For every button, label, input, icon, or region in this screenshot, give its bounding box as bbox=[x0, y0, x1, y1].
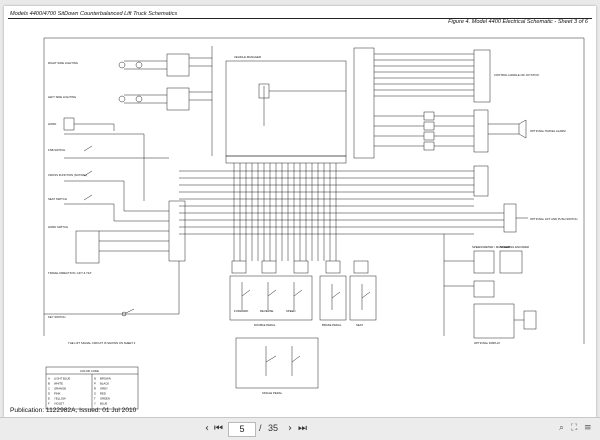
previous-page-icon[interactable]: ‹ bbox=[205, 423, 209, 434]
label-pedal-forward: FORWARD bbox=[234, 309, 248, 313]
color-code-cell: E bbox=[48, 397, 50, 401]
label-lift-push-switch: OPTIONAL LIFT AND PUSH SWITCH bbox=[530, 217, 577, 221]
label-brake-pedal: BRAKE PEDAL bbox=[322, 323, 342, 327]
color-code-cell: WHITE bbox=[54, 382, 63, 386]
label-control-handle: CONTROL HANDLE OR JOYSTICK bbox=[494, 73, 539, 77]
header-right: Figure 4. Model 4400 Electrical Schemati… bbox=[448, 19, 588, 25]
label-cross-function: CROSS FUNCTION (NUTRAL) bbox=[48, 173, 87, 177]
publication-info: Publication: 1122982A, Issued: 01 Jul 20… bbox=[10, 407, 137, 414]
color-code-cell: VIOLET bbox=[54, 402, 64, 406]
schematic-page: Models 4400/4700 SitDown Counterbalanced… bbox=[4, 6, 596, 418]
label-travel-alarm: OPTIONAL TRAVEL ALARM bbox=[530, 129, 566, 133]
label-horn-switch: HORN SWITCH bbox=[48, 225, 68, 229]
header-rule bbox=[8, 18, 592, 19]
page-number-input[interactable]: 5 bbox=[228, 422, 256, 437]
color-code-cell: LIGHT BLUE bbox=[54, 377, 70, 381]
label-pedal-speed: SPEED bbox=[286, 309, 295, 313]
color-code-title: COLOR CODE bbox=[80, 369, 99, 373]
color-code-cell: BLACK bbox=[100, 382, 109, 386]
color-code-cell: F bbox=[48, 402, 50, 406]
label-speedometer-manager: SPEEDOMETER / MANAGER bbox=[472, 245, 510, 249]
next-page-icon[interactable]: › bbox=[288, 423, 292, 434]
color-code-cell: GREEN bbox=[100, 397, 110, 401]
fullscreen-icon[interactable]: ⛶ bbox=[571, 423, 578, 433]
label-double-pedal: DOUBLE PEDAL bbox=[254, 323, 276, 327]
color-code-cell: RED bbox=[100, 392, 106, 396]
color-code-cell: P bbox=[94, 382, 96, 386]
menu-icon[interactable]: ≡ bbox=[584, 423, 592, 433]
label-optional-display: OPTIONAL DISPLAY bbox=[474, 341, 501, 345]
header-left: Models 4400/4700 SitDown Counterbalanced… bbox=[10, 11, 178, 17]
page-separator: / bbox=[259, 423, 262, 433]
label-vehicle-manager: VEHICLE MANAGER bbox=[234, 55, 261, 59]
color-code-cell: PINK bbox=[54, 392, 61, 396]
color-code-table: A LIGHT BLUE N BROWN B WHITE P BLACK C ORANGE R GRE… bbox=[48, 377, 111, 406]
color-code-cell: Y bbox=[94, 402, 96, 406]
zoom-icon[interactable]: ⌕ bbox=[559, 423, 565, 433]
label-pedal-reverse: REVERSE bbox=[260, 309, 274, 313]
lift-circuit-note: THE LIFT SIGNAL CIRCUIT IS SHOWN ON SHEE… bbox=[68, 341, 136, 345]
color-code-cell: R bbox=[94, 387, 96, 391]
color-code-cell: ORANGE bbox=[54, 387, 66, 391]
color-code-cell: S bbox=[94, 392, 96, 396]
color-code-cell: C bbox=[48, 387, 50, 391]
label-seat-switch: SEAT SWITCH bbox=[48, 197, 67, 201]
label-right-side-lighting: RIGHT SIDE LIGHTING bbox=[48, 61, 78, 65]
color-code-cell: A bbox=[48, 377, 50, 381]
color-code-cell: BLUE bbox=[100, 402, 107, 406]
color-code-cell: B bbox=[48, 382, 50, 386]
label-steering-encoder: STEERING ENCODER bbox=[500, 245, 529, 249]
label-key-switch: KEY SWITCH bbox=[48, 315, 65, 319]
label-travel-direction: TRAVEL DIRECTION / LIFT & TILT bbox=[48, 271, 92, 275]
color-code-cell: N bbox=[94, 377, 96, 381]
label-horn: HORN bbox=[48, 122, 56, 126]
color-code-cell: BROWN bbox=[100, 377, 111, 381]
color-code-cell: D bbox=[48, 392, 50, 396]
first-page-icon[interactable]: ⏮ bbox=[214, 423, 223, 434]
electrical-schematic: RIGHT SIDE LIGHTING LEFT SIDE LIGHTING H… bbox=[43, 37, 585, 410]
color-code-cell: YELLOW bbox=[54, 397, 66, 401]
label-fsb-switch: FSB SWITCH bbox=[48, 148, 65, 152]
label-seat: SEAT bbox=[356, 323, 363, 327]
color-code-cell: T bbox=[94, 397, 96, 401]
color-code-cell: GREY bbox=[100, 387, 108, 391]
label-left-side-lighting: LEFT SIDE LIGHTING bbox=[48, 95, 76, 99]
viewer-toolbar: ⏮ ‹ 5 / 35 › ⏭ ⌕ ⛶ ≡ bbox=[0, 417, 600, 440]
label-single-pedal: SINGLE PEDAL bbox=[262, 391, 283, 395]
total-pages: 35 bbox=[268, 423, 279, 433]
last-page-icon[interactable]: ⏭ bbox=[298, 423, 307, 434]
